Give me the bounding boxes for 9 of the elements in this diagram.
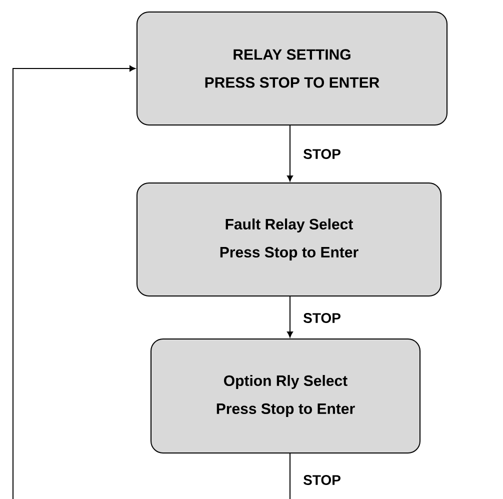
process-box: Option Rly Select Press Stop to Enter <box>150 338 420 454</box>
edge-label: STOP <box>303 475 340 485</box>
arrow <box>287 296 293 338</box>
edge-label: STOP <box>303 313 340 323</box>
process-box: Fault Relay Select Press Stop to Enter <box>136 182 442 296</box>
arrow <box>287 125 293 182</box>
edge-label: STOP <box>303 149 340 159</box>
process-box: RELAY SETTING PRESS STOP TO ENTER <box>136 12 448 126</box>
arrow <box>12 66 136 499</box>
